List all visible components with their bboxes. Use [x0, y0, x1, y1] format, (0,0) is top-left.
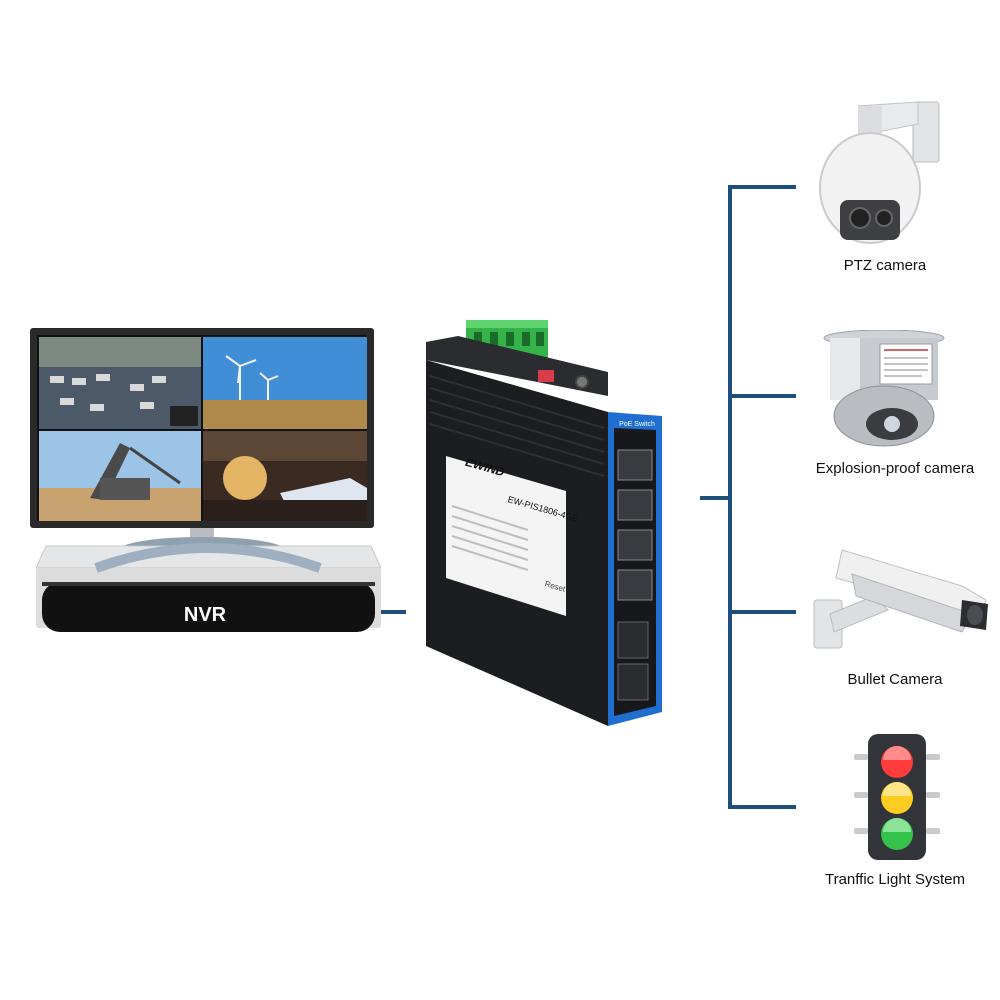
ptz-camera-icon: [819, 101, 940, 244]
switch-panel-label: PoE Switch: [619, 421, 655, 428]
monitor: [30, 328, 374, 571]
camera-feed-wind-farm: [203, 337, 367, 429]
poe-switch: [426, 320, 662, 726]
device-label-bullet: Bullet Camera: [847, 671, 943, 688]
nvr-label: NVR: [183, 604, 227, 626]
camera-feed-train-station: [203, 431, 367, 521]
sfp-ports: [617, 621, 649, 701]
device-label-explosion-proof: Explosion-proof camera: [815, 460, 975, 477]
camera-feed-parking-lot: [39, 337, 201, 429]
bullet-camera-icon: [813, 549, 988, 649]
traffic-light-icon: [854, 734, 940, 860]
camera-feed-mining: [39, 431, 201, 521]
device-label-ptz: PTZ camera: [843, 257, 927, 274]
rj45-ports: [617, 449, 653, 601]
nvr-device: [36, 543, 381, 632]
device-label-traffic-light: Tranffic Light System: [824, 871, 966, 888]
explosion-proof-camera-icon: [823, 330, 945, 447]
